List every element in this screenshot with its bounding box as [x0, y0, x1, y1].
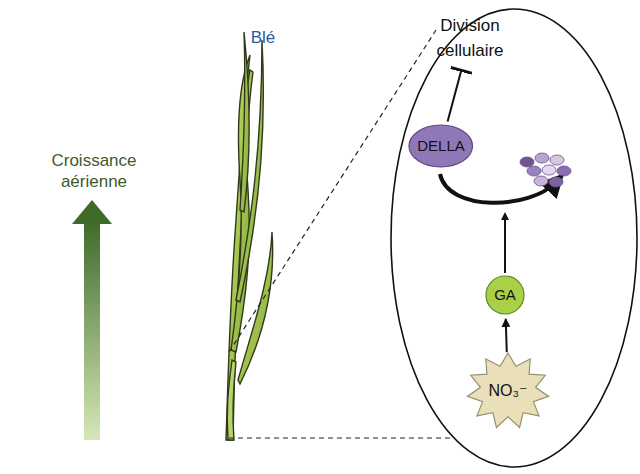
node-text: NO₃⁻	[489, 379, 528, 403]
cell-fragments	[520, 153, 571, 187]
process-label: Division cellulaire	[414, 10, 526, 66]
activation-arrow	[506, 319, 507, 352]
node-text: DELLA	[417, 135, 465, 158]
ga-arrow	[504, 214, 506, 273]
growth-arrow	[72, 200, 112, 440]
nitrate-star: NO₃⁻	[466, 352, 550, 430]
axis-label: Croissance aérienne	[30, 150, 158, 193]
plant-name: Blé	[243, 28, 283, 48]
hormone-circle: GA	[485, 275, 525, 315]
wheat-plant	[226, 32, 273, 440]
node-text: GA	[494, 284, 516, 307]
cell-outline	[391, 9, 637, 467]
inhibition-line	[448, 70, 462, 122]
degradation-arrow	[440, 174, 556, 203]
node-text: Division cellulaire	[416, 13, 524, 64]
protein-ellipse: DELLA	[408, 124, 474, 168]
